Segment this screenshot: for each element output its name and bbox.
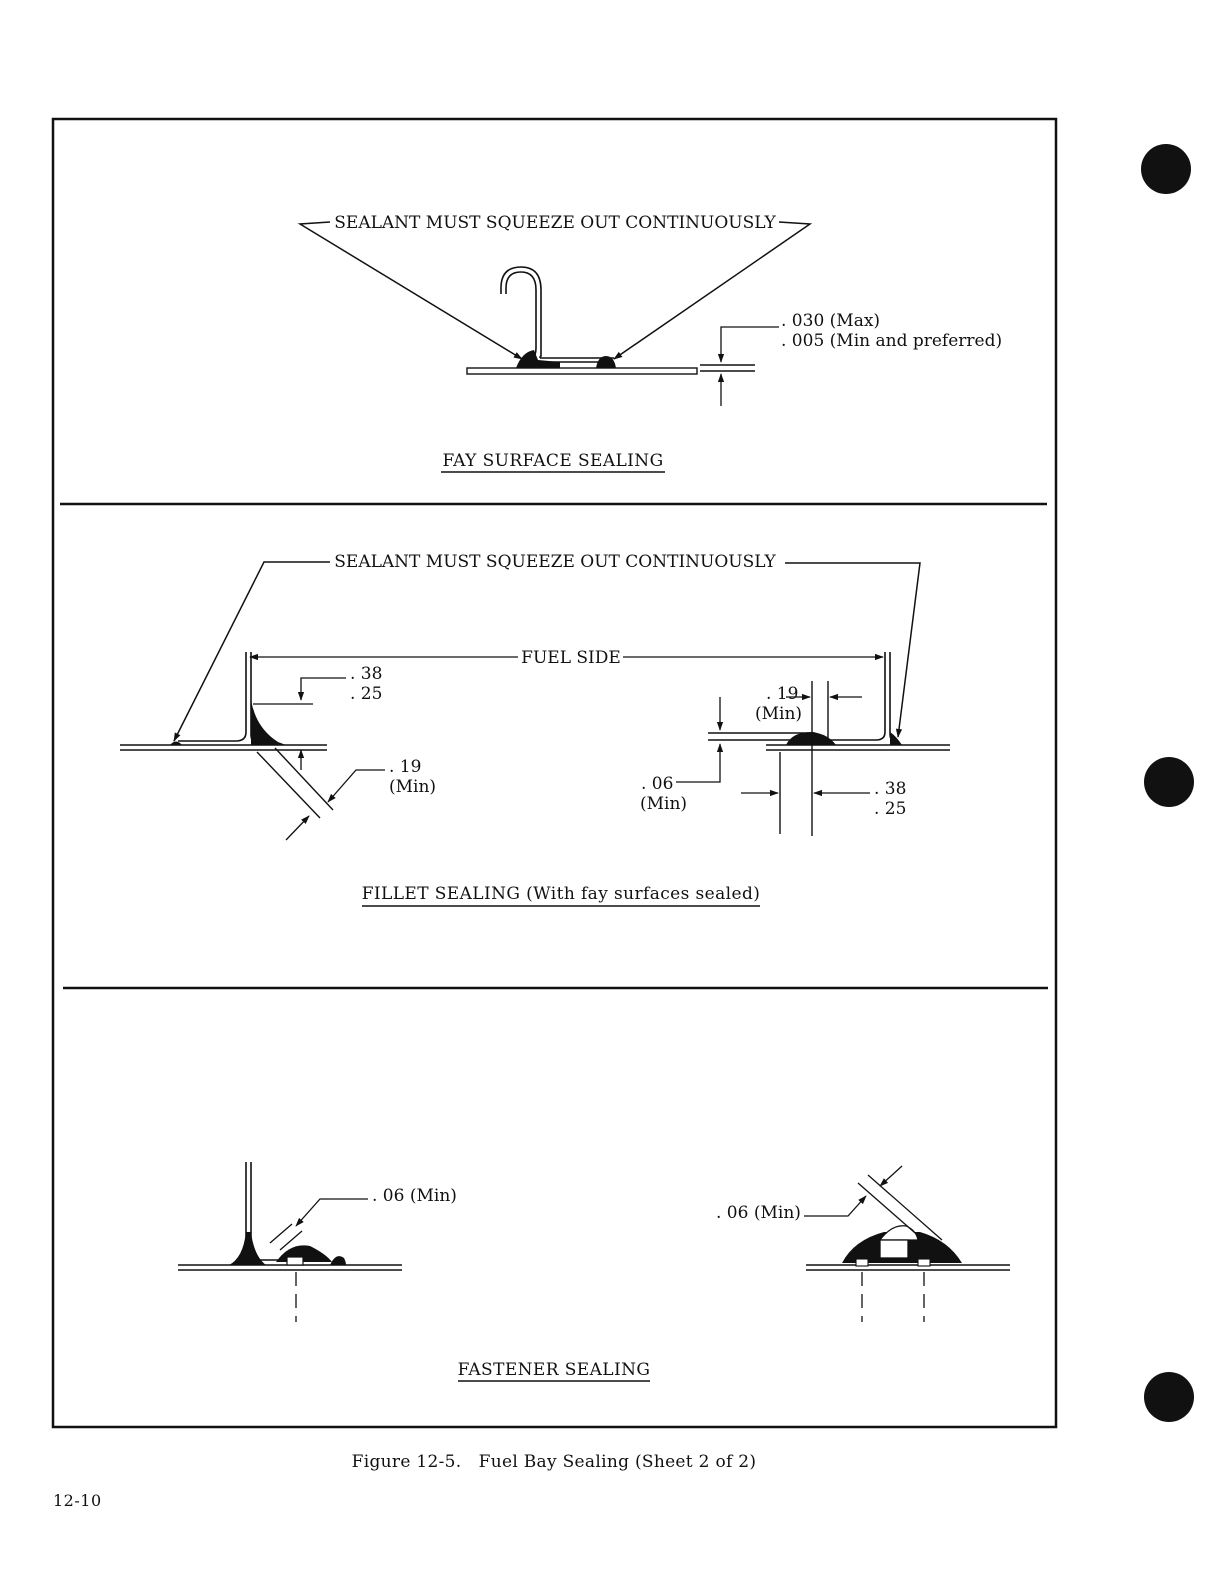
fillet-right-top1: . 19 <box>766 684 798 704</box>
fillet-right-sealant-lap <box>786 732 836 745</box>
fillet-callout-text: SEALANT MUST SQUEEZE OUT CONTINUOUSLY <box>334 552 776 572</box>
fastener-right-dome <box>878 1225 919 1241</box>
fillet-callout-leader-right <box>785 562 921 738</box>
fillet-panel: SEALANT MUST SQUEEZE OUT CONTINUOUSLY FU… <box>120 552 950 907</box>
fastener-left-dim-ext1 <box>269 1223 293 1244</box>
fastener-title: FASTENER SEALING <box>458 1360 651 1380</box>
fastener-right-nut <box>879 1239 909 1259</box>
fay-sealant-right <box>596 356 616 368</box>
fay-dim-max: . 030 (Max) <box>781 311 880 331</box>
fastener-left-dim: . 06 (Min) <box>372 1186 457 1206</box>
fillet-left-w-leader <box>327 769 385 803</box>
fillet-left-w-ext2 <box>274 747 334 811</box>
binder-hole-middle <box>1144 757 1194 807</box>
binder-hole-bottom <box>1144 1372 1194 1422</box>
fay-callout-leader-left <box>297 221 523 360</box>
fillet-right-gap1: . 06 <box>641 774 673 794</box>
fastener-left-cap <box>276 1245 332 1262</box>
fay-callout-leader-right <box>613 221 813 360</box>
fuel-side-label: FUEL SIDE <box>521 648 621 668</box>
fillet-left-w-arrow <box>285 815 310 841</box>
fastener-right-dim-leader <box>804 1195 867 1217</box>
page-number: 12-10 <box>53 1491 102 1510</box>
fillet-left-sealant <box>251 700 286 745</box>
fillet-left-w2: (Min) <box>389 777 436 797</box>
fastener-panel: . 06 (Min) . 06 (Min) FASTENER SEALING <box>178 1162 1010 1382</box>
fay-dim-min: . 005 (Min and preferred) <box>781 331 1002 351</box>
fillet-left-h-leader <box>297 677 346 701</box>
fillet-left-w-ext1 <box>256 751 321 819</box>
fay-dim-leader <box>717 326 779 363</box>
fastener-right-dim: . 06 (Min) <box>716 1203 801 1223</box>
fillet-left-bead-small <box>170 741 182 745</box>
fay-base-plate <box>466 367 698 375</box>
fastener-right-dim-ext1 <box>857 1182 931 1247</box>
fillet-right-gap-leader <box>676 743 724 783</box>
binder-hole-top <box>1141 144 1191 194</box>
fastener-left-bead <box>330 1256 346 1265</box>
fillet-right-bot1: . 38 <box>874 779 906 799</box>
fay-angle-inner <box>500 266 614 359</box>
fastener-left-dim-leader <box>295 1198 368 1227</box>
fillet-left-angle <box>178 652 259 743</box>
fillet-right-gap2: (Min) <box>640 794 687 814</box>
fillet-left-h1: . 38 <box>350 664 382 684</box>
fillet-right-sealant <box>890 732 902 745</box>
fay-sealant-left <box>516 350 560 368</box>
fillet-left-h2: . 25 <box>350 684 382 704</box>
fillet-left-w1: . 19 <box>389 757 421 777</box>
fay-angle-outer <box>505 271 537 363</box>
fillet-callout-leader-left <box>173 561 330 742</box>
fastener-right-dim-arrow <box>879 1165 903 1187</box>
fastener-left-fillet <box>229 1232 266 1265</box>
fay-surface-panel: SEALANT MUST SQUEEZE OUT CONTINUOUSLY . … <box>297 213 1002 473</box>
fastener-right-rivet-left <box>855 1258 869 1267</box>
fillet-right-top2: (Min) <box>755 704 802 724</box>
fillet-title: FILLET SEALING (With fay surfaces sealed… <box>362 884 761 904</box>
fastener-left-nut <box>286 1256 304 1266</box>
fay-callout-text: SEALANT MUST SQUEEZE OUT CONTINUOUSLY <box>334 213 776 233</box>
fay-title: FAY SURFACE SEALING <box>442 451 663 471</box>
fastener-right-rivet-right <box>917 1258 931 1267</box>
fillet-right-bot2: . 25 <box>874 799 906 819</box>
fastener-left-dim-ext2 <box>279 1230 303 1251</box>
figure-caption: Figure 12-5. Fuel Bay Sealing (Sheet 2 o… <box>352 1452 757 1472</box>
figure-frame <box>51 117 1058 1429</box>
